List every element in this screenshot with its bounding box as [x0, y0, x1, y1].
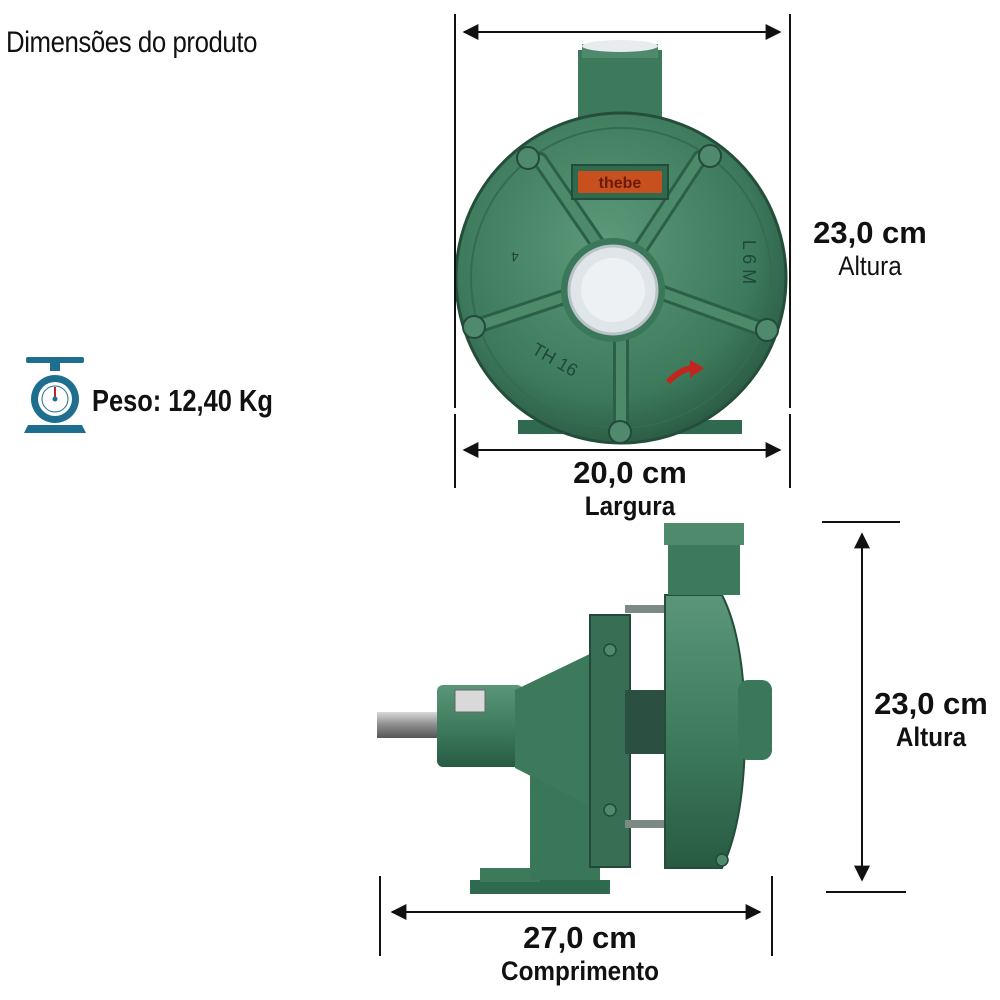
front-width-name: Largura [584, 491, 676, 521]
front-height-name: Altura [838, 251, 902, 281]
front-width-value: 20,0 cm [573, 455, 687, 490]
side-dimension-lines [379, 521, 906, 956]
side-view-pump [377, 523, 772, 894]
page-title: Dimensões do produto [6, 26, 257, 59]
side-length-dimension: 27,0 cm Comprimento [470, 920, 690, 986]
front-height-dimension: 23,0 cm Altura [800, 215, 940, 281]
front-height-value: 23,0 cm [813, 215, 927, 250]
weight-info: Peso: 12,40 Kg [22, 355, 342, 435]
scale-icon [24, 357, 86, 433]
cast-mark-l6m: L 6 M [739, 240, 759, 284]
weight-label: Peso: 12,40 Kg [92, 383, 273, 418]
side-length-name: Comprimento [501, 956, 659, 986]
front-width-dimension-lines [454, 14, 791, 488]
front-width-dimension: 20,0 cm Largura [540, 455, 720, 521]
nameplate-text: thebe [599, 175, 642, 192]
side-height-value: 23,0 cm [874, 686, 988, 721]
side-length-value: 27,0 cm [523, 920, 637, 955]
side-height-name: Altura [895, 722, 967, 752]
front-view-pump: thebe L 6 M TH 16 4 [454, 40, 788, 445]
side-height-dimension: 23,0 cm Altura [862, 686, 1000, 752]
cast-mark-4: 4 [511, 249, 519, 265]
